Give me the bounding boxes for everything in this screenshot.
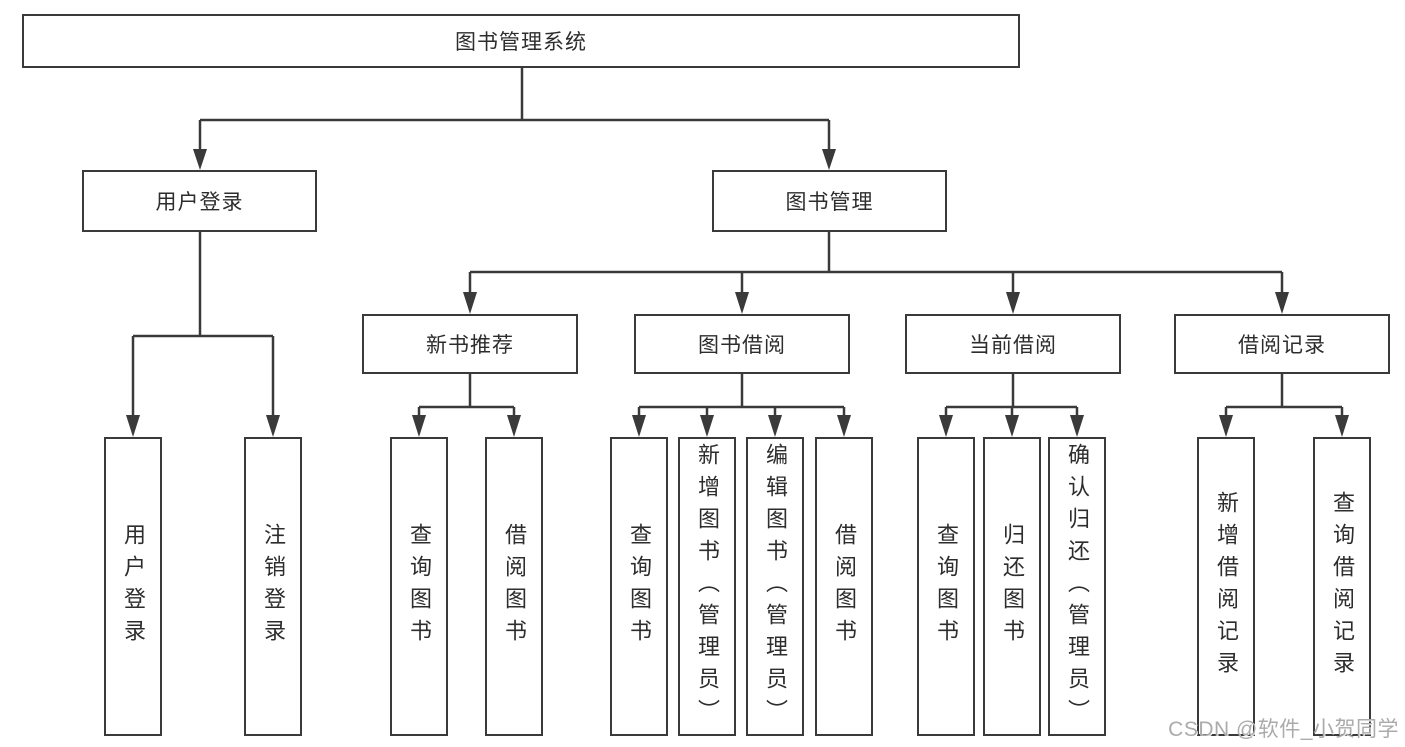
- connector-book-borrowing: [632, 374, 851, 437]
- leaf-user-login: 用户登录: [104, 437, 162, 736]
- node-new-book-recommendation: 新书推荐: [362, 314, 578, 374]
- node-user-login: 用户登录: [82, 170, 317, 232]
- node-borrowing-records: 借阅记录: [1174, 314, 1390, 374]
- node-label: 归还图书: [1000, 522, 1025, 651]
- connector-current-borrowing: [939, 374, 1084, 437]
- connector-root: [193, 68, 836, 170]
- node-book-management: 图书管理: [712, 170, 947, 232]
- leaf-current-return-books: 归还图书: [983, 437, 1041, 736]
- connector-borrowing-records: [1219, 374, 1349, 437]
- leaf-records-add-borrow-record: 新增借阅记录: [1197, 437, 1255, 736]
- node-label: 图书管理: [785, 191, 874, 214]
- node-label: 新增图书（管理员）: [695, 442, 720, 731]
- leaf-current-query-books: 查询图书: [917, 437, 975, 736]
- leaf-recommend-query-books: 查询图书: [390, 437, 448, 736]
- node-label: 借阅记录: [1238, 334, 1326, 357]
- leaf-borrowing-query-books: 查询图书: [610, 437, 668, 736]
- node-label: 图书借阅: [698, 334, 786, 357]
- node-label: 用户登录: [121, 522, 146, 651]
- node-label: 编辑图书（管理员）: [763, 442, 788, 731]
- connector-user-login: [126, 232, 280, 437]
- node-label: 查询借阅记录: [1330, 490, 1355, 683]
- node-label: 注销登录: [261, 522, 286, 651]
- leaf-records-query-borrow-record: 查询借阅记录: [1313, 437, 1371, 736]
- node-label: 借阅图书: [502, 522, 527, 651]
- node-label: 借阅图书: [832, 522, 857, 651]
- node-label: 查询图书: [934, 522, 959, 651]
- leaf-borrowing-add-books-admin: 新增图书（管理员）: [678, 437, 736, 736]
- node-label: 图书管理系统: [455, 31, 587, 54]
- node-label: 用户登录: [155, 191, 244, 214]
- node-label: 确认归还（管理员）: [1065, 442, 1090, 731]
- node-label: 查询图书: [627, 522, 652, 651]
- node-current-borrowing: 当前借阅: [905, 314, 1121, 374]
- leaf-logout: 注销登录: [244, 437, 302, 736]
- node-label: 新书推荐: [426, 334, 514, 357]
- node-book-borrowing: 图书借阅: [634, 314, 850, 374]
- csdn-watermark: CSDN @软件_小贺同学: [1168, 718, 1399, 741]
- node-label: 新增借阅记录: [1214, 490, 1239, 683]
- node-label: 当前借阅: [969, 334, 1057, 357]
- leaf-borrowing-edit-books-admin: 编辑图书（管理员）: [746, 437, 804, 736]
- node-label: 查询图书: [407, 522, 432, 651]
- leaf-borrowing-borrow-books: 借阅图书: [815, 437, 873, 736]
- node-root: 图书管理系统: [22, 14, 1020, 68]
- connector-new-book-recommendation: [412, 374, 521, 437]
- connector-book-management: [463, 232, 1289, 314]
- leaf-recommend-borrow-books: 借阅图书: [485, 437, 543, 736]
- leaf-current-confirm-return-admin: 确认归还（管理员）: [1048, 437, 1106, 736]
